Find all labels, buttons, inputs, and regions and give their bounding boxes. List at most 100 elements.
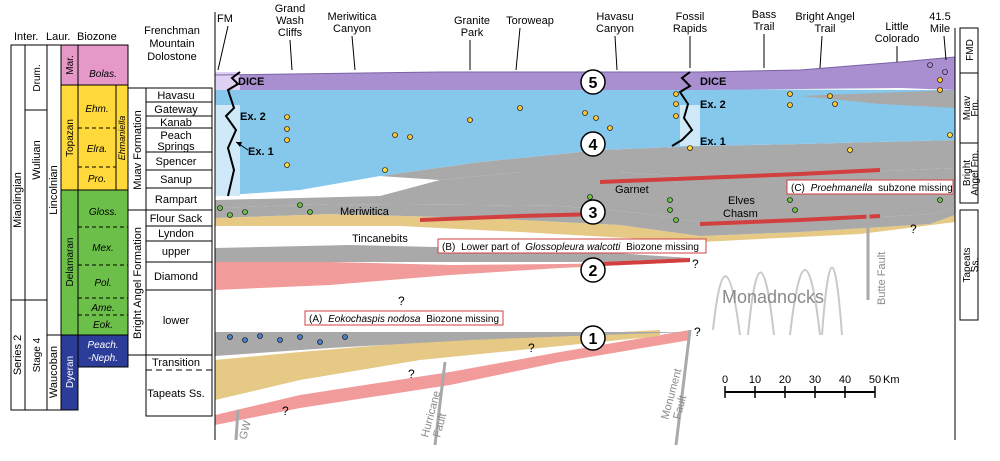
ex2-label-west: Ex. 2 <box>240 111 266 123</box>
dice-label-east: DICE <box>700 76 726 88</box>
unit-sanup: Sanup <box>160 174 192 186</box>
dyeran-label: Dyeran <box>65 356 76 388</box>
scale-tick-40: 40 <box>839 374 851 386</box>
drum-label: Drum. <box>32 64 43 91</box>
scale-tick-20: 20 <box>779 374 791 386</box>
unit-diamond: Diamond <box>154 271 198 283</box>
svg-text:(C) Proehmanella s: (C) Proehmanella subzone missing <box>791 183 953 194</box>
b-pre: Lower part of <box>461 242 520 253</box>
svg-text:(B) Lower part of: (B) Lower part of Glossopleura walcotti … <box>442 242 699 253</box>
zone-mex: Mex. <box>92 243 114 254</box>
zone-ehm: Ehm. <box>85 104 108 115</box>
q-5: ? <box>408 367 415 381</box>
sequence-3: 3 <box>589 205 598 222</box>
frenchman-line3: Dolostone <box>147 51 197 63</box>
gw-fault-line <box>234 409 240 441</box>
annotation-c: (C) Proehmanella subzone missing <box>786 179 954 195</box>
zone-peach: Peach. <box>87 340 118 351</box>
monadnock-arches <box>712 266 843 336</box>
ehmaniella-label: Ehmaniella <box>117 116 127 161</box>
excursion-curve-east <box>671 71 694 147</box>
c-letter: (C) <box>791 183 805 194</box>
zone-pro: Pro. <box>88 174 106 185</box>
loc-bass-trail-1: Bass <box>752 9 777 21</box>
scale-tick-30: 30 <box>809 374 821 386</box>
sequence-2: 2 <box>589 263 598 280</box>
sequence-5: 5 <box>589 75 598 92</box>
loc-mile-2: Mile <box>930 23 950 35</box>
scale-tick-0: 0 <box>722 374 728 386</box>
loc-bright-angel-trail-1: Bright Angel <box>795 11 854 23</box>
unit-peach: Peach <box>160 130 191 142</box>
c-italic: Proehmanella <box>811 183 873 194</box>
loc-meriwitica-canyon-2: Canyon <box>333 23 371 35</box>
unit-lower: lower <box>163 315 190 327</box>
lyndon-tan-layer <box>215 214 955 242</box>
butte-fault-label: Butte Fault <box>876 252 888 305</box>
ex2-label-east: Ex. 2 <box>700 99 726 111</box>
hurricane-fault-line <box>433 361 447 446</box>
zone-neph: -Neph. <box>88 353 118 364</box>
lower-gray-layer <box>215 332 690 356</box>
q-4: ? <box>528 341 535 355</box>
waucoban-label: Waucoban <box>48 346 60 398</box>
annotation-b: (B) Lower part of Glossopleura walcotti … <box>437 238 707 254</box>
zone-pol: Pol. <box>94 278 111 289</box>
unit-spencer: Spencer <box>156 156 197 168</box>
monument-fault-line <box>674 329 692 446</box>
formation-column: Frenchman Mountain Dolostone Muav Format… <box>127 25 213 417</box>
biozone-header: Biozone <box>77 31 117 43</box>
right-bright-angel-1: Bright <box>962 160 973 186</box>
right-tapeats-1: Tapeats <box>962 247 973 282</box>
dice-label-west: DICE <box>238 76 264 88</box>
zone-gloss: Gloss. <box>89 207 117 218</box>
b-letter: (B) <box>442 242 455 253</box>
a-letter: (A) <box>309 314 322 325</box>
unit-kanab: Kanab <box>160 117 192 129</box>
q-6: ? <box>282 404 289 418</box>
wuliuan-label: Wuliuan <box>31 140 43 180</box>
unit-upper: upper <box>162 246 190 258</box>
loc-grand-wash-2: Wash <box>276 15 304 27</box>
ex1-label-west: Ex. 1 <box>248 146 274 158</box>
q-1: ? <box>398 294 405 308</box>
mar-label: Mar. <box>65 55 76 74</box>
zone-bolas: Bolas. <box>89 69 117 80</box>
unit-flour-sack: Flour Sack <box>150 213 203 225</box>
elves-label-1: Elves <box>728 195 755 207</box>
loc-fossil-rapids-2: Rapids <box>673 23 708 35</box>
scale-tick-50: 50 <box>869 374 881 386</box>
loc-bright-angel-trail-2: Trail <box>815 23 836 35</box>
right-tapeats-2: Ss. <box>970 258 981 272</box>
tapeats-sandstone-layer <box>215 330 690 425</box>
loc-toroweap: Toroweap <box>506 15 554 27</box>
topazan-label: Topazan <box>65 119 76 157</box>
loc-grand-wash-3: Cliffs <box>278 27 303 39</box>
unit-transition: Transition <box>152 357 200 369</box>
ex1-label-east: Ex. 1 <box>700 136 726 148</box>
loc-havasu-canyon-2: Canyon <box>596 23 634 35</box>
fossil-markers <box>217 62 953 345</box>
sequence-markers: 5 4 3 2 1 <box>580 69 606 351</box>
loc-meriwitica-canyon-1: Meriwitica <box>328 11 378 23</box>
laur-header: Laur. <box>46 31 70 43</box>
unit-gateway: Gateway <box>154 104 198 116</box>
miaolingian-label: Miaolingian <box>12 172 24 228</box>
b-italic: Glossopleura walcotti <box>525 242 621 253</box>
unit-havasu: Havasu <box>157 90 194 102</box>
sequence-4: 4 <box>589 137 598 154</box>
q-3: ? <box>694 325 701 339</box>
inter-header: Inter. <box>14 31 38 43</box>
garnet-label: Garnet <box>615 184 649 196</box>
zone-elra: Elra. <box>87 144 108 155</box>
right-muav-2: Fm. <box>970 99 981 116</box>
scale-bar: 0 10 20 30 40 50 Km <box>722 374 900 398</box>
right-bright-angel-2: Angel Fm. <box>970 150 981 196</box>
b-rest: Biozone missing <box>626 242 699 253</box>
right-units-column: FMD Muav Fm. Bright Angel Fm. Tapeats Ss… <box>959 27 981 321</box>
zone-ame: Ame. <box>90 303 114 314</box>
loc-little-colorado-2: Colorado <box>875 33 920 45</box>
dyeran-block <box>60 334 79 411</box>
excursion-curve-west <box>224 71 241 197</box>
frenchman-line2: Mountain <box>149 38 194 50</box>
